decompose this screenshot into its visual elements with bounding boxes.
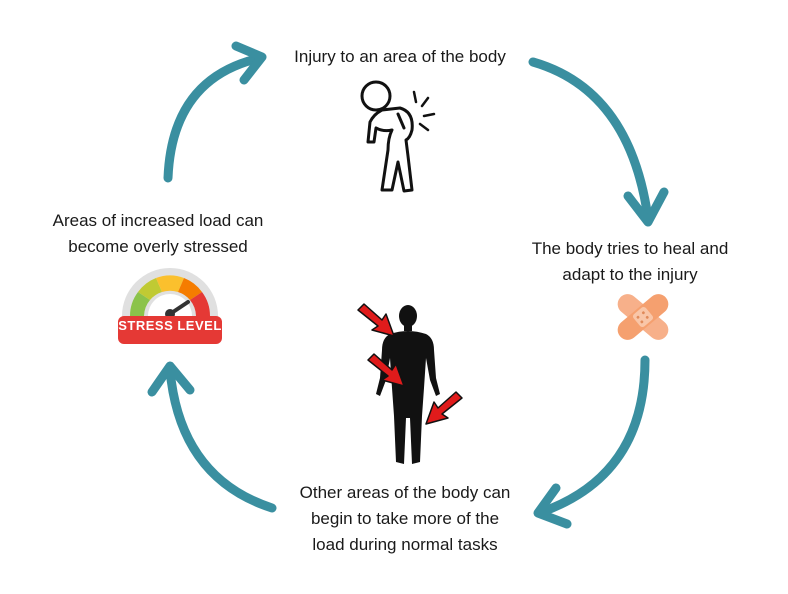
step-load-line1: Other areas of the body can: [299, 483, 511, 502]
step-heal-label: The body tries to heal and adapt to the …: [505, 236, 755, 288]
red-arrow-hip: [367, 353, 405, 387]
body-silhouette-with-red-arrows-icon: [350, 298, 470, 475]
cycle-arrow-bottom-right-head: [533, 483, 572, 529]
cycle-arrow-bottom-left-head: [147, 361, 195, 397]
cycle-arrow-top-left: [163, 53, 265, 183]
cycle-arrow-top-right-head: [623, 187, 669, 227]
step-heal-line1: The body tries to heal and: [531, 239, 729, 258]
cycle-arrow-top-right: [528, 57, 653, 223]
step-heal-line2: adapt to the injury: [562, 265, 698, 284]
step-load-label: Other areas of the body can begin to tak…: [260, 480, 550, 558]
stress-level-text: STRESS LEVEL: [118, 318, 222, 333]
step-stress-label: Areas of increased load can become overl…: [18, 208, 298, 260]
injured-person-back-pain-icon: [352, 78, 442, 201]
cycle-arrow-bottom-right: [537, 355, 650, 517]
step-stress-line2: become overly stressed: [68, 237, 248, 256]
stress-gauge-icon: STRESS LEVEL: [118, 262, 222, 351]
step-load-line3: load during normal tasks: [312, 535, 498, 554]
red-arrow-shoulder: [357, 303, 395, 337]
cycle-arrow-bottom-left: [165, 365, 277, 513]
red-arrow-knee: [425, 391, 463, 425]
step-stress-line1: Areas of increased load can: [52, 211, 264, 230]
cycle-arrow-top-left-head: [231, 41, 267, 85]
crossed-bandage-icon: [612, 288, 674, 351]
step-injury-line1: Injury to an area of the body: [294, 47, 506, 66]
step-load-line2: begin to take more of the: [310, 509, 500, 528]
step-injury-label: Injury to an area of the body: [260, 44, 540, 70]
